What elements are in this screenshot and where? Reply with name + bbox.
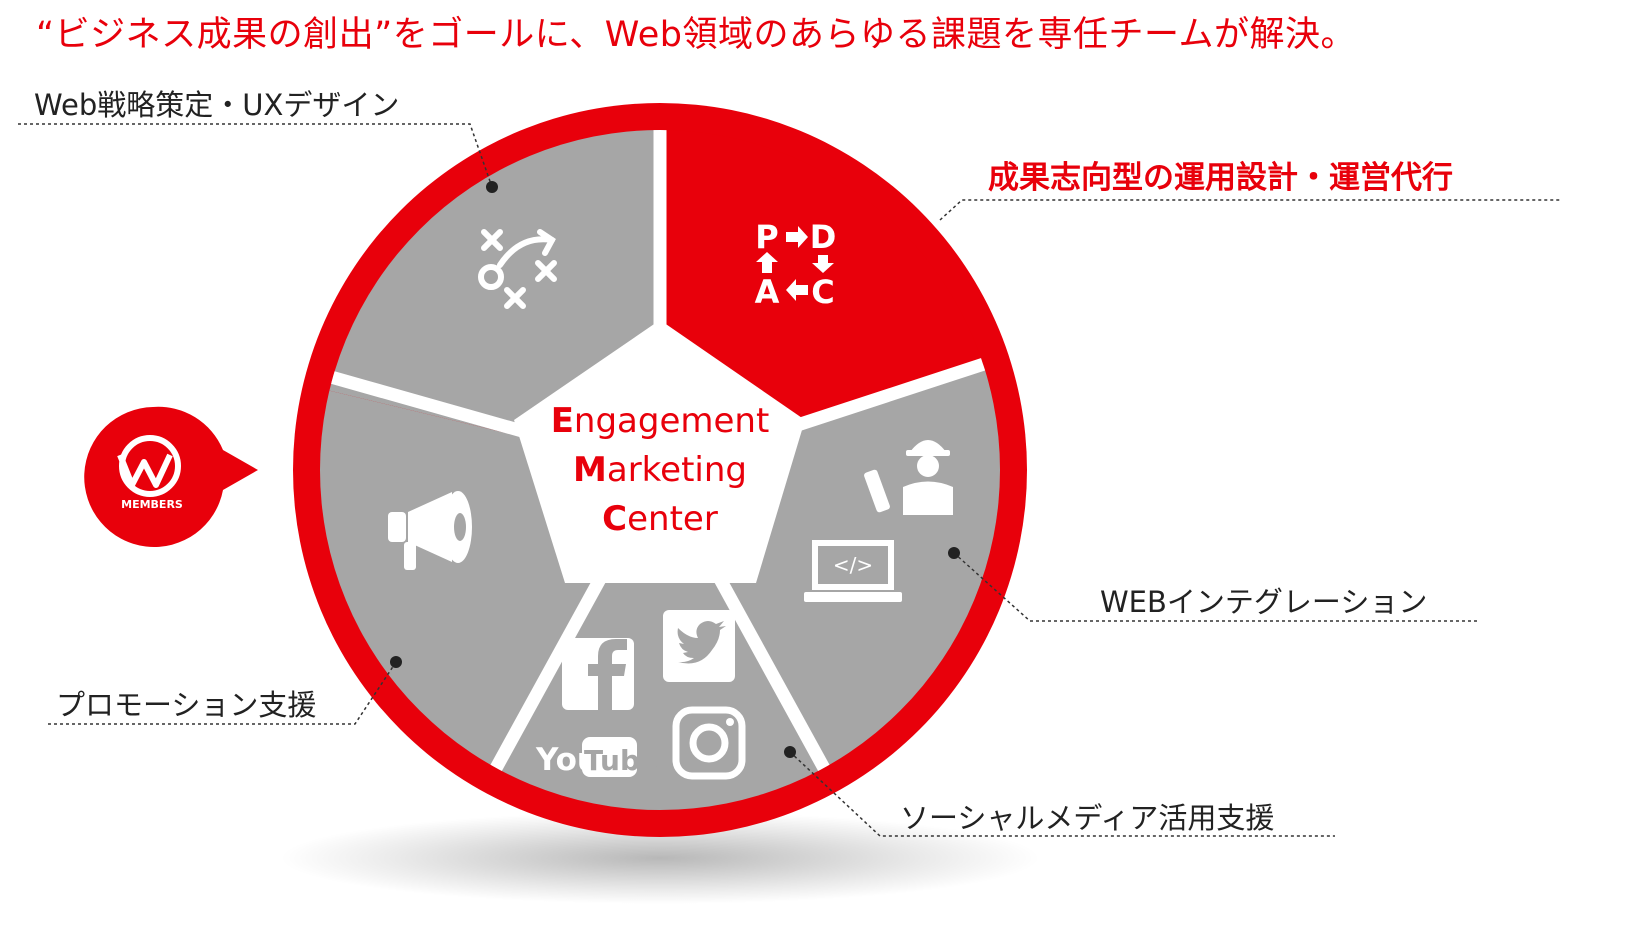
svg-text:MEMBERS: MEMBERS [121, 498, 183, 511]
svg-text:</>: </> [833, 553, 873, 577]
megaphone-icon [388, 491, 472, 570]
instagram-icon [672, 706, 746, 780]
label-operation: 成果志向型の運用設計・運営代行 [988, 160, 1453, 196]
label-social: ソーシャルメディア活用支援 [900, 801, 1275, 835]
headline: “ビジネス成果の創出”をゴールに、Web領域のあらゆる課題を専任チームが解決。 [36, 15, 1356, 55]
label-strategy: Web戦略策定・UXデザイン [34, 88, 400, 122]
members-logo: MEMBERS [84, 406, 258, 547]
segment-promotion[interactable] [160, 350, 660, 900]
segment-operation[interactable] [660, 50, 1120, 470]
leader-dots [390, 181, 960, 758]
svg-text:A: A [755, 273, 780, 311]
pdca-cycle-icon: P D A C [755, 218, 837, 311]
center-pentagon [514, 320, 805, 583]
svg-text:D: D [810, 218, 837, 256]
label-integration: WEBインテグレーション [1100, 585, 1428, 619]
svg-text:C: C [811, 273, 834, 311]
engineer-laptop-code-icon: </> [804, 440, 953, 602]
leader-lines [18, 123, 1560, 837]
wheel-shadow [280, 812, 1040, 904]
segment-strategy[interactable] [160, 50, 660, 470]
svg-text:P: P [755, 218, 778, 256]
center-line-engagement: Engagement [551, 401, 770, 441]
center-line-center: Center [602, 499, 718, 539]
twitter-icon [663, 610, 735, 682]
svg-text:Tube: Tube [584, 744, 659, 777]
tactics-play-icon [478, 229, 557, 309]
center-line-marketing: Marketing [573, 450, 747, 490]
facebook-icon [562, 638, 634, 710]
youtube-icon: You Tube [535, 737, 659, 778]
label-promotion: プロモーション支援 [56, 688, 317, 722]
